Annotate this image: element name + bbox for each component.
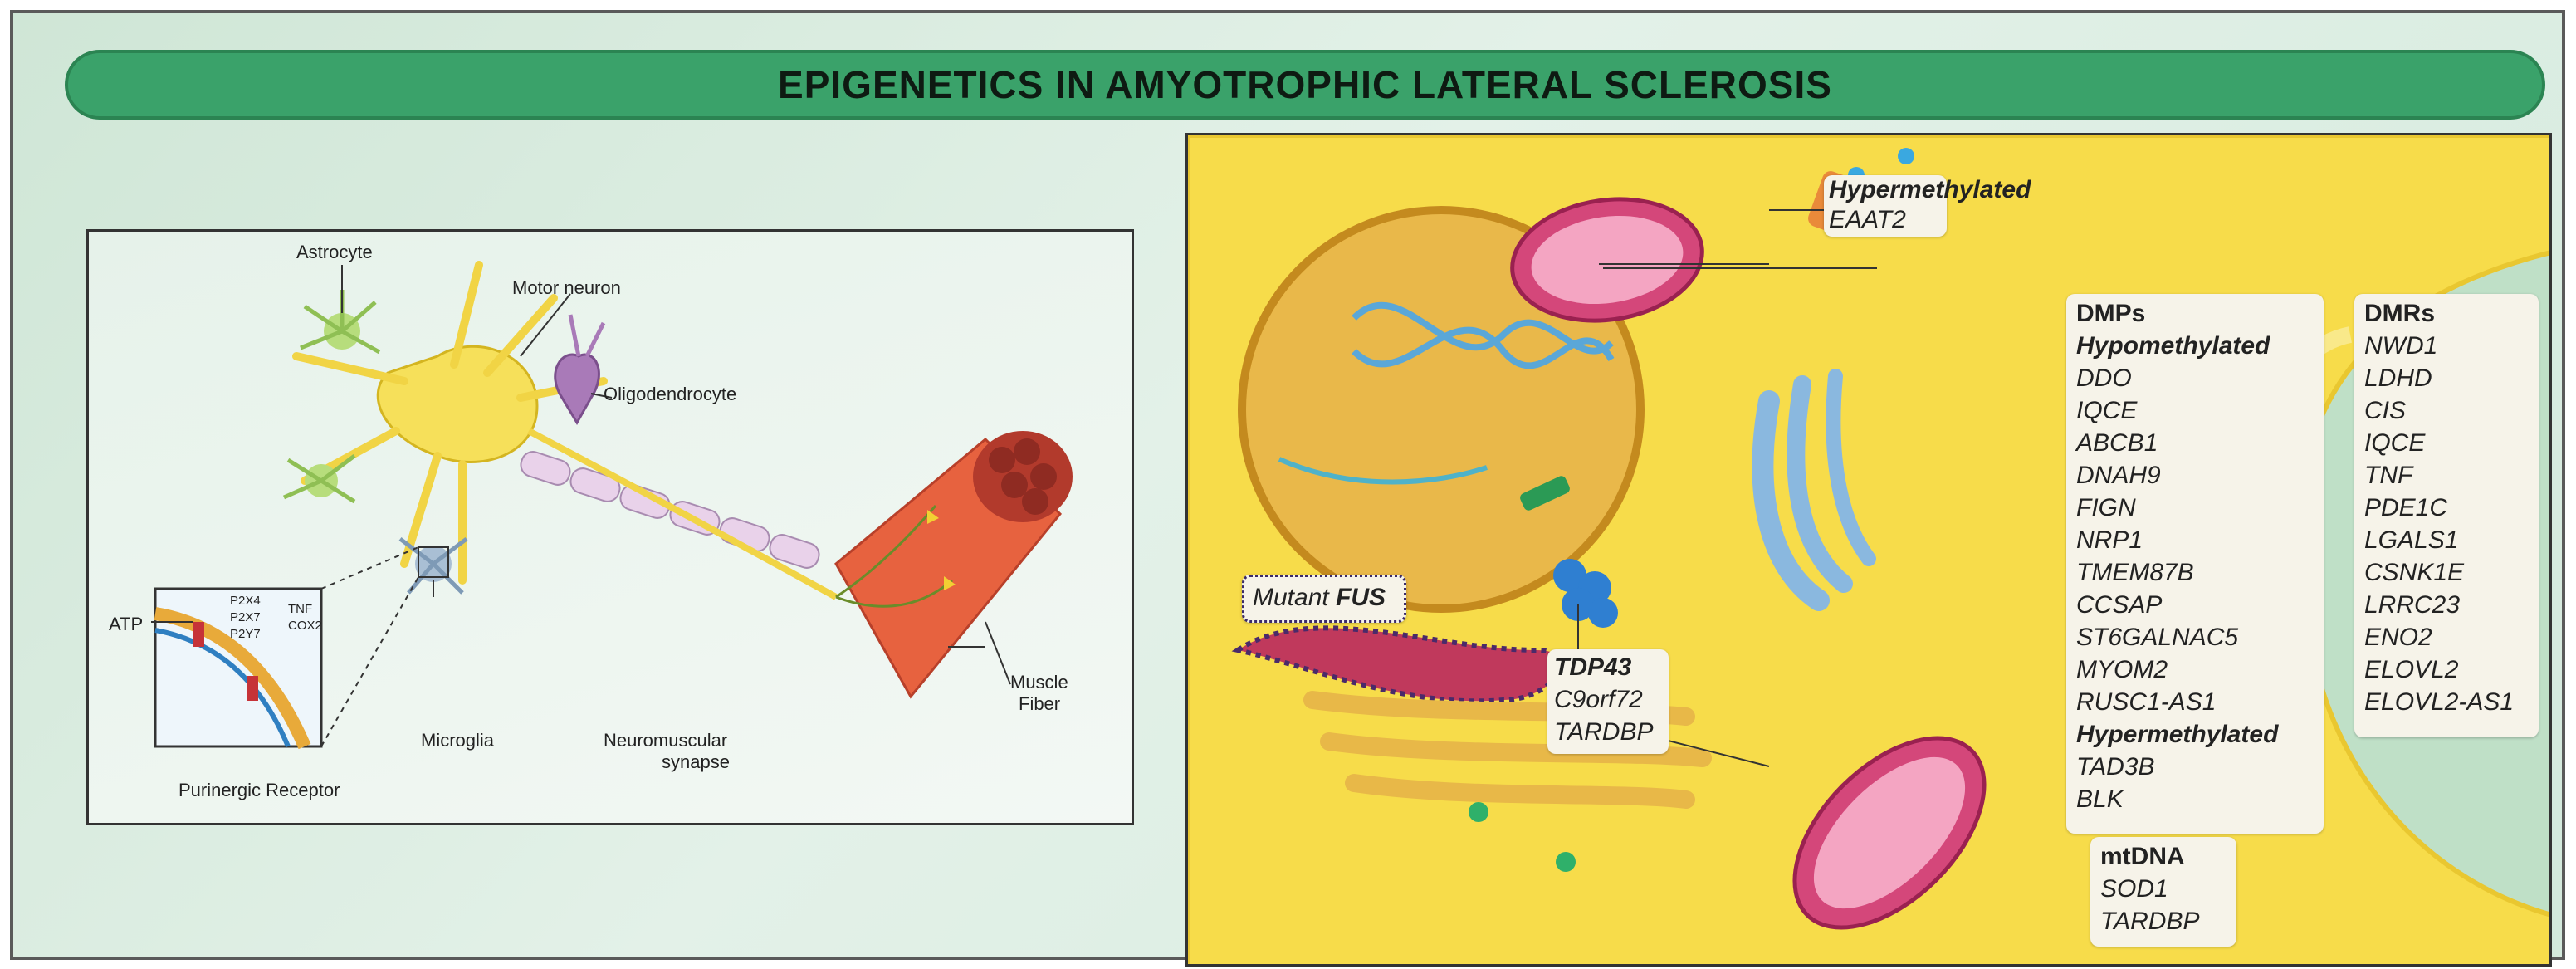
dmps-hypo-heading: Hypomethylated <box>2076 332 2270 360</box>
dmrs-gene: NWD1 <box>2364 332 2438 360</box>
mitochondrion-top <box>1510 197 1704 323</box>
cell-types-illustration <box>151 261 1073 750</box>
astrocyte-cell <box>282 290 381 504</box>
mutant-fus-box: Mutant FUS <box>1242 575 1406 623</box>
label-cox2: COX2 <box>288 619 322 633</box>
eaat2-gene: EAAT2 <box>1829 206 1906 233</box>
figure-frame: EPIGENETICS IN AMYOTROPHIC LATERAL SCLER… <box>10 10 2565 967</box>
dmps-hyper-heading: Hypermethylated <box>2076 721 2279 748</box>
tdp43-gene: TARDBP <box>1554 718 1654 746</box>
dmrs-gene: LRRC23 <box>2364 591 2461 619</box>
tdp43-heading: TDP43 <box>1554 653 1632 681</box>
vesicle <box>1556 852 1576 872</box>
microglia-cell <box>398 537 468 595</box>
label-neuromuscular: Neuromuscular <box>604 730 728 751</box>
eaat2-box: Hypermethylated EAAT2 <box>1824 175 2031 237</box>
mtdna-box: mtDNA SOD1 TARDBP <box>2090 837 2236 947</box>
tdp43-box: TDP43 C9orf72 TARDBP <box>1547 649 1669 754</box>
label-microglia: Microglia <box>421 730 495 751</box>
label-motor-neuron: Motor neuron <box>512 277 621 298</box>
dmps-box: DMPs Hypomethylated DDO IQCE ABCB1 DNAH9… <box>2066 294 2324 834</box>
figure-title: EPIGENETICS IN AMYOTROPHIC LATERAL SCLER… <box>778 63 1832 106</box>
muscle-fiber <box>834 431 1073 699</box>
oligodendrocyte-cell <box>554 314 606 425</box>
dmrs-gene: CSNK1E <box>2364 559 2465 586</box>
vesicle <box>1469 802 1488 822</box>
dmrs-gene: LGALS1 <box>2364 526 2459 554</box>
dmps-heading: DMPs <box>2076 300 2146 327</box>
mtdna-gene: SOD1 <box>2100 875 2168 903</box>
myelin-sheath <box>520 451 820 569</box>
mtdna-gene: TARDBP <box>2100 908 2200 935</box>
dmps-hypo-gene: DNAH9 <box>2076 462 2161 489</box>
dmps-hypo-gene: FIGN <box>2076 494 2136 521</box>
label-synapse: synapse <box>662 751 730 772</box>
mtdna-heading: mtDNA <box>2100 843 2185 870</box>
purinergic-inset <box>154 546 419 750</box>
dmps-hypo-gene: DDO <box>2076 365 2132 392</box>
dmps-hypo-gene: CCSAP <box>2076 591 2163 619</box>
label-p2x7: P2X7 <box>230 610 261 624</box>
dmrs-gene: CIS <box>2364 397 2407 424</box>
tdp43-gene: C9orf72 <box>1554 686 1643 713</box>
cell-panel: Hypermethylated EAAT2 <box>1185 133 2552 967</box>
dmps-hypo-gene: ABCB1 <box>2076 429 2158 457</box>
label-fiber: Fiber <box>1019 693 1061 714</box>
dmps-hypo-gene: IQCE <box>2076 397 2138 424</box>
cell-illustration <box>1188 135 2549 964</box>
dmrs-gene: ELOVL2-AS1 <box>2364 688 2515 716</box>
label-astrocyte: Astrocyte <box>296 242 373 262</box>
dmps-hypo-gene: NRP1 <box>2076 526 2143 554</box>
dna-helix <box>1278 301 1615 485</box>
golgi-apparatus <box>1752 369 1876 611</box>
dmrs-heading: DMRs <box>2364 300 2436 327</box>
leader-lines <box>151 265 1011 685</box>
cell-types-panel: Astrocyte Motor neuron Oligodendrocyte M… <box>86 229 1134 825</box>
dmrs-gene: ENO2 <box>2364 624 2432 651</box>
dmps-hyper-gene: TAD3B <box>2076 753 2155 781</box>
fus-gene: FUS <box>1336 584 1386 611</box>
label-tnf: TNF <box>288 602 313 616</box>
dmrs-gene: PDE1C <box>2364 494 2448 521</box>
label-p2y7: P2Y7 <box>230 627 261 641</box>
fus-prefix: Mutant <box>1253 584 1337 611</box>
dmps-hypo-gene: TMEM87B <box>2076 559 2194 586</box>
eaat2-heading: Hypermethylated <box>1829 176 2031 203</box>
label-atp: ATP <box>109 614 144 634</box>
dmps-hypo-gene: ST6GALNAC5 <box>2076 624 2239 651</box>
label-p2x4: P2X4 <box>230 594 261 608</box>
dmrs-gene: IQCE <box>2364 429 2426 457</box>
dmrs-gene: TNF <box>2364 462 2413 489</box>
dmps-hypo-gene: RUSC1-AS1 <box>2076 688 2217 716</box>
dmrs-gene: LDHD <box>2364 365 2432 392</box>
mitochondrion-bottom <box>1792 736 1987 930</box>
label-purinergic-receptor: Purinergic Receptor <box>178 780 340 800</box>
dmps-hyper-gene: BLK <box>2076 785 2124 813</box>
title-banner: EPIGENETICS IN AMYOTROPHIC LATERAL SCLER… <box>65 50 2545 120</box>
dmps-hypo-gene: MYOM2 <box>2076 656 2168 683</box>
label-oligodendrocyte: Oligodendrocyte <box>604 384 737 404</box>
label-muscle: Muscle <box>1010 672 1068 692</box>
dmrs-gene: ELOVL2 <box>2364 656 2459 683</box>
dmrs-box: DMRs NWD1 LDHD CIS IQCE TNF PDE1C LGALS1… <box>2354 294 2539 737</box>
